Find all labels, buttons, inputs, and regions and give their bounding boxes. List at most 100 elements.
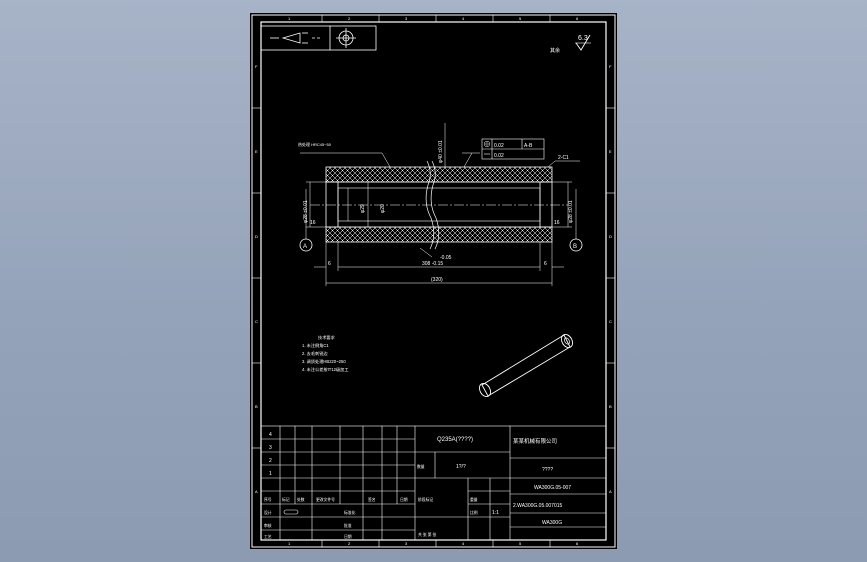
hdr-mark: 标记 (282, 497, 290, 502)
rev-4: 4 (269, 432, 272, 438)
dim-top: φ40 ±0.01 (438, 140, 444, 163)
note-line-2: 2. 去毛刺锐边 (302, 350, 328, 357)
drawing-sheet: 1 2 3 4 5 6 1 2 3 4 5 6 F E D C B A F E (250, 13, 617, 549)
rev-2: 2 (269, 458, 272, 464)
dim-inner-small: φ20 (380, 204, 386, 213)
lbl-scale: 比例 (470, 510, 478, 515)
zone-bottom-1: 1 (288, 541, 291, 546)
dim-right-vertical: φ28 ±0.01 (568, 200, 574, 223)
note-line-3: 3. 调质处理HB220~250 (302, 358, 346, 365)
tube-3d-preview (478, 333, 574, 398)
lbl-sheet: 共 张 第 张 (418, 532, 437, 537)
zone-side-e: B (255, 404, 258, 409)
zone-side-r-d: C (609, 319, 612, 324)
dim-right-16: 16 (554, 220, 560, 226)
tol-row2-value: 0.02 (494, 153, 504, 159)
break-line-2 (430, 160, 440, 250)
zone-top-1: 1 (288, 16, 291, 21)
zone-side-r-b: E (609, 149, 612, 154)
dim-left-vertical: φ28 ±0.01 (303, 200, 309, 223)
sub-number: 2.WA300G.05.007015 (513, 503, 563, 509)
lbl-date: 日期 (344, 534, 352, 539)
lbl-stage: 阶段标记 (418, 497, 433, 502)
lbl-approve: 批准 (344, 523, 352, 528)
projection-symbol (260, 25, 377, 51)
title-block-texts: 4 3 2 1 序号 标记 处数 更改文件号 签名 日期 设计 审核 工艺 标准… (264, 432, 571, 539)
material: Q235A(????) (437, 437, 473, 443)
title-block (260, 425, 607, 541)
hdr-seq: 序号 (264, 497, 272, 502)
lbl-weight: 重量 (470, 497, 478, 502)
tolerance-frame: 0.02 A-B 0.02 (481, 138, 545, 160)
hdr-change: 更改文件号 (316, 497, 335, 502)
dimension-texts: 热处理 HRC45~50 2-C1 φ40 ±0.01 φ28 ±0.01 φ2… (298, 140, 574, 283)
chamfer-note: 2-C1 (558, 155, 569, 161)
zone-top-6: 6 (576, 16, 579, 21)
roughness-label: 其余 (550, 47, 560, 54)
notes-title: 技术要求 (318, 334, 336, 341)
zone-top-3: 3 (405, 16, 408, 21)
dim-length: 308 -0.15 (422, 261, 443, 267)
zone-top-5: 5 (519, 16, 522, 21)
dim-total: (320) (431, 277, 443, 283)
lbl-quantity: 数量 (417, 464, 425, 469)
dim-inner-large: φ29 (360, 204, 366, 213)
zone-side-c: D (255, 234, 258, 239)
left-step (325, 181, 339, 228)
zone-side-r-c: D (609, 234, 612, 239)
dim-left-16: 16 (310, 220, 316, 226)
dim-left-6: 6 (328, 261, 331, 267)
note-line-1: 1. 未注倒角C1 (302, 342, 329, 349)
scale-value: 1:1 (492, 510, 499, 516)
datum-a-label: A (303, 244, 307, 250)
note-line-4: 4. 未注公差按IT12级加工 (302, 366, 349, 373)
zone-side-f: A (255, 489, 258, 494)
quantity-value: 1?/? (456, 464, 466, 470)
zone-bottom-4: 4 (462, 541, 465, 546)
hdr-sign: 签名 (368, 497, 376, 502)
technical-notes: 技术要求 1. 未注倒角C1 2. 去毛刺锐边 3. 调质处理HB220~250… (302, 334, 349, 373)
company-name: 某某机械有限公司 (513, 437, 557, 445)
lbl-craft: 工艺 (264, 534, 272, 539)
zone-top-2: 2 (348, 16, 351, 21)
zone-side-a: F (255, 64, 258, 69)
zone-side-r-a: F (609, 64, 612, 69)
zone-side-r-f: A (609, 489, 612, 494)
zone-side-r-e: B (609, 404, 612, 409)
drawing-svg: 1 2 3 4 5 6 1 2 3 4 5 6 F E D C B A F E (251, 14, 616, 548)
zone-bottom-5: 5 (519, 541, 522, 546)
hdr-count: 处数 (297, 497, 305, 502)
bore (337, 187, 541, 222)
lbl-design: 设计 (264, 510, 272, 515)
zone-side-d: C (255, 319, 258, 324)
concentricity-icon (483, 140, 491, 148)
part-name: ???? (542, 467, 553, 473)
roughness-value: 6.3 (578, 35, 588, 42)
zone-bottom-2: 2 (348, 541, 351, 546)
hdr-date: 日期 (400, 497, 408, 502)
lbl-standard: 标准化 (344, 510, 356, 515)
break-line-1 (425, 160, 435, 250)
tol-row1-value: 0.02 (494, 143, 504, 149)
part-section-view: A B (299, 160, 583, 252)
tube-top-wall (325, 166, 553, 183)
zone-top-4: 4 (462, 16, 465, 21)
datum-b-label: B (573, 244, 577, 250)
outer-frame (251, 14, 616, 548)
rev-3: 3 (269, 445, 272, 451)
rev-1: 1 (269, 471, 272, 477)
dimensions (300, 123, 580, 286)
drawing-number: WA300G.05-007 (534, 485, 571, 491)
zone-bottom-3: 3 (405, 541, 408, 546)
lbl-check: 审核 (264, 523, 272, 528)
right-step (539, 181, 553, 228)
dim-length-tol: -0.05 (440, 255, 452, 261)
zone-labels: 1 2 3 4 5 6 1 2 3 4 5 6 F E D C B A F E (255, 16, 612, 546)
dim-right-6: 6 (544, 261, 547, 267)
zone-ticks (252, 15, 615, 547)
roughness-symbol: 其余 6.3 (550, 34, 591, 54)
zone-bottom-6: 6 (576, 541, 579, 546)
leader-note: 热处理 HRC45~50 (298, 141, 332, 147)
tol-row1-datum: A-B (524, 143, 533, 149)
